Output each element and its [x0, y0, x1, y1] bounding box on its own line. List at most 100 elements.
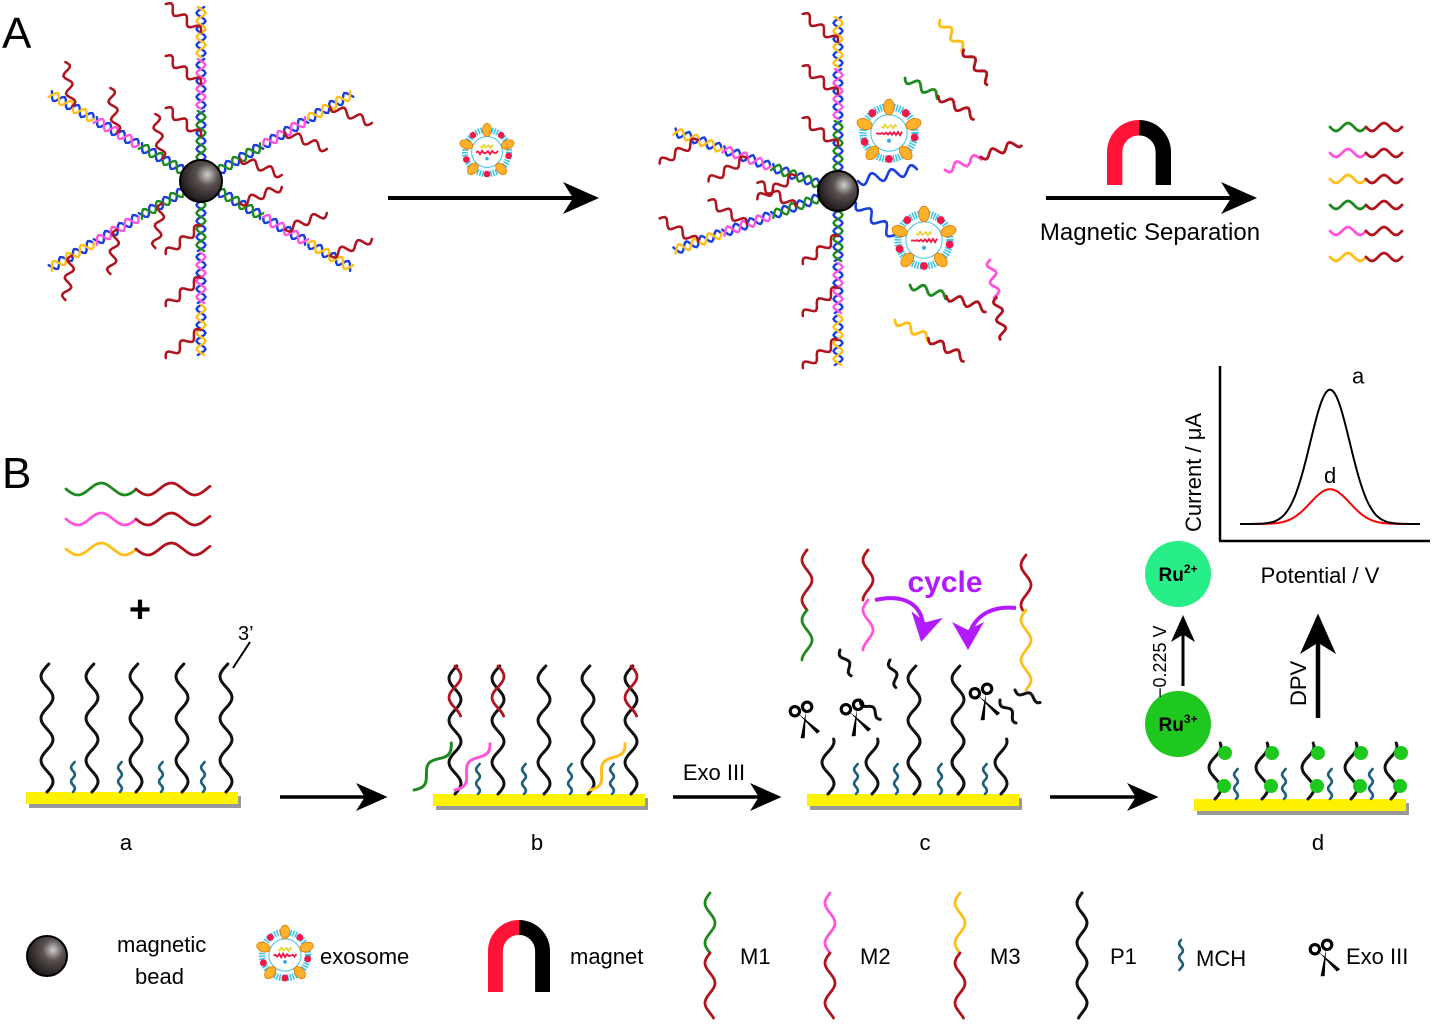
exosome-icon	[856, 98, 922, 163]
magnet-black-pole	[1139, 120, 1171, 185]
legend-label-m1: M1	[740, 944, 771, 969]
curve-label-d: d	[1324, 463, 1336, 488]
dpv-curve-a	[1240, 388, 1420, 525]
magnet-icon	[488, 920, 550, 992]
input-m-strand	[64, 481, 212, 497]
surface-marker	[936, 216, 945, 224]
tail-strand	[861, 548, 875, 602]
rna-cargo	[479, 143, 495, 150]
surface-marker	[903, 216, 912, 224]
tail-strand	[105, 228, 121, 276]
duplex-segment	[195, 109, 207, 163]
p1-strand	[906, 664, 922, 796]
stage-label-a: a	[120, 830, 133, 855]
membrane-protein	[459, 139, 474, 150]
ru-bound-ion	[1217, 779, 1231, 793]
p1-strand	[820, 737, 836, 796]
potential-value-label: −0.225 V	[1150, 625, 1170, 698]
surface-marker	[463, 156, 470, 163]
m3-strand-icon	[953, 891, 967, 1020]
surface-marker	[469, 131, 477, 139]
three-prime-label: 3’	[238, 623, 254, 645]
tail-strand	[801, 285, 840, 318]
electrode-stage-c	[788, 548, 1042, 810]
tail-strand	[801, 337, 840, 370]
chart-x-label: Potential / V	[1261, 563, 1380, 588]
plus-sign: +	[129, 589, 151, 631]
p1-strand	[993, 737, 1009, 796]
mch-molecule	[566, 762, 574, 796]
cycle-arrow-right	[952, 605, 1017, 650]
chart-y-label: Current / μA	[1181, 413, 1206, 532]
m1-strand-icon	[703, 891, 717, 1020]
exosome-icon	[256, 924, 314, 982]
membrane-protein	[918, 205, 930, 223]
p1-strand	[128, 662, 144, 794]
mch-molecule	[1232, 767, 1240, 801]
surface-marker	[281, 974, 289, 982]
released-m-strand	[1328, 199, 1404, 211]
p1-strand	[39, 662, 55, 794]
m3-strand	[588, 742, 627, 792]
legend-label-m3: M3	[990, 944, 1021, 969]
ru3-ion-label: Ru3+	[1158, 712, 1197, 736]
ru3-ion	[1145, 691, 1211, 757]
legend-label-exo-iii: Exo III	[1346, 944, 1408, 969]
mch-molecule	[116, 760, 124, 794]
mch-molecule	[157, 760, 165, 794]
membrane-protein	[905, 118, 922, 131]
tail-strand	[164, 54, 203, 86]
released-m-strand	[1328, 147, 1404, 159]
duplex-segment	[195, 57, 207, 111]
ru-bound-ion	[1393, 779, 1407, 793]
tail-strand	[658, 215, 700, 244]
released-m-strand	[893, 318, 965, 363]
input-m-strands	[64, 481, 212, 557]
magnet-black-pole	[519, 920, 550, 992]
membrane-protein	[940, 225, 957, 238]
capture-arm	[47, 60, 185, 175]
ru2-ion	[1145, 541, 1211, 607]
magnetic-separation-label: Magnetic Separation	[1040, 219, 1260, 246]
m2-strand	[453, 742, 492, 792]
tail-strand	[658, 137, 700, 165]
tail-strand	[800, 548, 814, 612]
cleaved-fragment	[998, 698, 1018, 725]
duplex-segment	[832, 119, 844, 173]
p1-strand-icon	[1075, 891, 1089, 1020]
tail-strand	[801, 12, 840, 44]
duplex-segment	[721, 145, 772, 171]
legend-label-mch: MCH	[1196, 946, 1246, 971]
tail-strand	[283, 211, 329, 234]
membrane-protein	[256, 941, 271, 953]
m2-strand	[861, 598, 875, 652]
legend-label-p1: P1	[1110, 944, 1137, 969]
ru-bound-ion	[1264, 779, 1278, 793]
surface-marker	[885, 155, 893, 163]
three-prime-leader	[232, 641, 251, 669]
duplex-segment	[262, 213, 310, 246]
scissors-icon	[839, 698, 872, 737]
membrane-protein	[865, 145, 880, 161]
dna-cargo	[273, 951, 298, 960]
p1-strand	[950, 664, 966, 796]
surface-marker	[266, 933, 274, 941]
tail-strand	[107, 86, 122, 134]
stage-label-b: b	[531, 830, 543, 855]
aptamer-strand	[854, 201, 896, 238]
probe-bead-with-exosomes-a2	[658, 12, 1023, 370]
tail-strand	[756, 173, 797, 201]
m1-strand	[800, 608, 814, 662]
membrane-protein	[898, 145, 913, 161]
mch-molecule	[474, 762, 482, 796]
capture-arm	[164, 199, 207, 360]
tail-strand	[801, 116, 840, 148]
membrane-protein	[891, 225, 908, 238]
capture-arm	[801, 209, 844, 370]
electrode-stage-b	[412, 664, 648, 810]
capture-arm	[47, 187, 185, 302]
legend-label-m2: M2	[860, 944, 891, 969]
cycle-label: cycle	[907, 566, 982, 599]
panel-label-b: B	[2, 449, 31, 498]
rna-cargo	[915, 229, 933, 238]
